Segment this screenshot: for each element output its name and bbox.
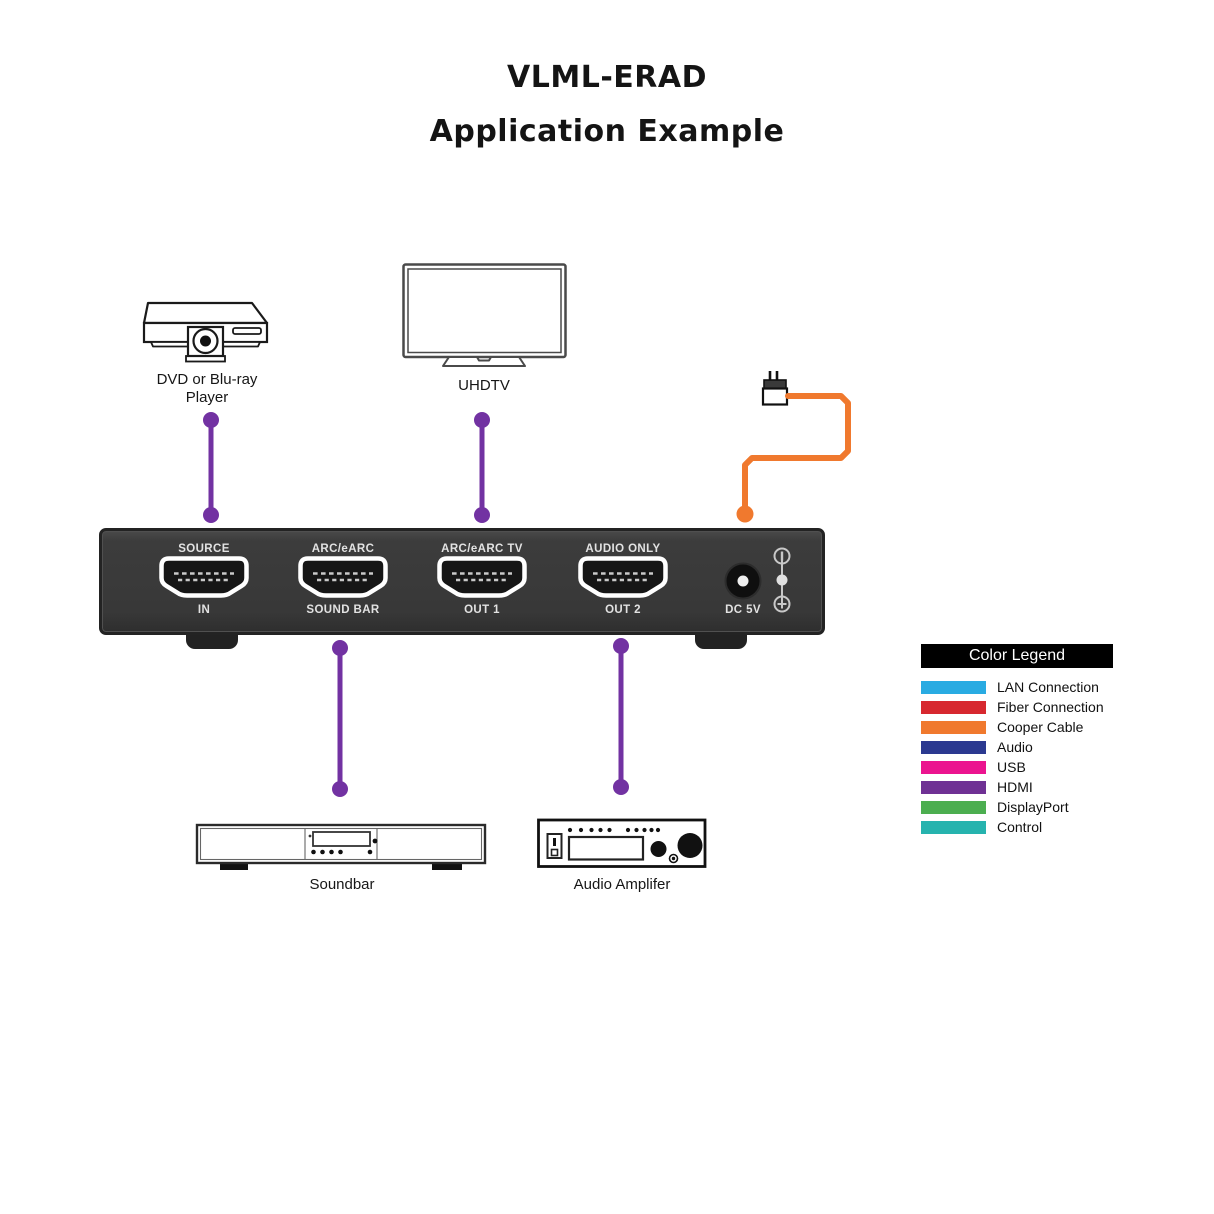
legend-label: DisplayPort [997, 799, 1069, 815]
color-legend-title: Color Legend [921, 644, 1113, 668]
port-bottom-label: IN [197, 604, 211, 616]
hdmi-cable-amplifier [613, 638, 629, 795]
legend-label: LAN Connection [997, 679, 1099, 695]
legend-label: Audio [997, 739, 1033, 755]
polarity-icon [773, 547, 791, 613]
hdmi-cable-soundbar [332, 640, 348, 797]
legend-swatch-control [921, 821, 986, 834]
audio-amplifier-icon [537, 818, 707, 868]
soundbar-icon [195, 823, 487, 870]
legend-swatch-displayport [921, 801, 986, 814]
legend-label: HDMI [997, 779, 1033, 795]
legend-row: Control [921, 819, 1113, 835]
port-top-label: SOURCE [178, 543, 230, 555]
hdmi-cable-dvd-to-in [203, 412, 219, 523]
hdmi-port-icon [297, 555, 389, 599]
port-bottom-label: SOUND BAR [306, 604, 380, 616]
legend-label: Fiber Connection [997, 699, 1104, 715]
copper-cable-power [736, 393, 851, 523]
legend-swatch-audio [921, 741, 986, 754]
legend-row: Fiber Connection [921, 699, 1113, 715]
hdmi-port-icon [577, 555, 669, 599]
port-group-out2: AUDIO ONLY OUT 2 [553, 543, 693, 627]
port-group-source-in: SOURCE IN [134, 543, 274, 627]
hdmi-port-icon [436, 555, 528, 599]
hdmi-cable-tv-to-out1 [474, 412, 490, 523]
port-top-label: AUDIO ONLY [585, 543, 661, 555]
port-group-soundbar: ARC/eARC SOUND BAR [273, 543, 413, 627]
legend-swatch-lan [921, 681, 986, 694]
legend-row: Cooper Cable [921, 719, 1113, 735]
uhdtv-icon [402, 263, 567, 367]
legend-swatch-fiber [921, 701, 986, 714]
legend-row: USB [921, 759, 1113, 775]
legend-swatch-copper [921, 721, 986, 734]
legend-swatch-usb [921, 761, 986, 774]
legend-row: HDMI [921, 779, 1113, 795]
uhdtv-label: UHDTV [458, 377, 510, 394]
hdmi-port-icon [158, 555, 250, 599]
power-adapter-icon [761, 371, 789, 406]
legend-label: USB [997, 759, 1026, 775]
dc-jack-icon [724, 547, 791, 613]
legend-swatch-hdmi [921, 781, 986, 794]
legend-label: Cooper Cable [997, 719, 1084, 735]
audio-amplifier-label: Audio Amplifer [573, 876, 671, 893]
port-group-out1: ARC/eARC TV OUT 1 [412, 543, 552, 627]
legend-row: LAN Connection [921, 679, 1113, 695]
port-top-label: ARC/eARC TV [441, 543, 523, 555]
port-bottom-label: OUT 1 [464, 604, 500, 616]
page-title: VLML-ERAD [507, 60, 707, 95]
legend-row: Audio [921, 739, 1113, 755]
port-top-label: ARC/eARC [311, 543, 375, 555]
dc-power-label: DC 5V [725, 604, 761, 616]
legend-row: DisplayPort [921, 799, 1113, 815]
soundbar-label: Soundbar [309, 876, 375, 893]
color-legend: Color Legend LAN Connection Fiber Connec… [921, 644, 1113, 841]
legend-label: Control [997, 819, 1043, 835]
page-subtitle: Application Example [429, 114, 785, 149]
dvd-player-icon [142, 301, 269, 363]
port-bottom-label: OUT 2 [605, 604, 641, 616]
dvd-player-label: DVD or Blu-ray Player [156, 371, 258, 406]
